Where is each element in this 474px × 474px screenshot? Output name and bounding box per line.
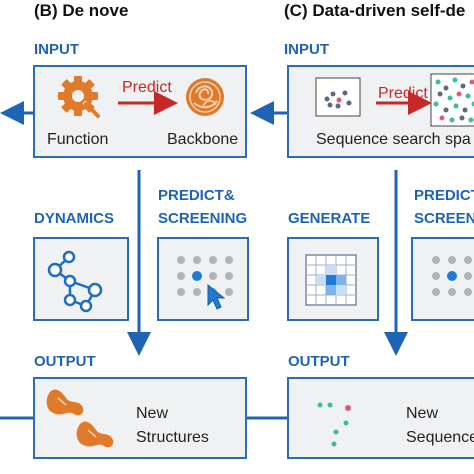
input-heading-b: INPUT [34, 41, 79, 58]
structure-icon-top [46, 389, 84, 416]
dynamics-heading: DYNAMICS [34, 210, 115, 227]
predict-label-c: Predict [378, 85, 428, 102]
output-label-b-line2: Structures [136, 429, 209, 446]
panel-b-title: (B) De nove [34, 1, 129, 20]
predict-screening-box-c [411, 237, 474, 321]
generate-box [287, 237, 379, 321]
output-label-c-line2: Sequence [406, 429, 474, 446]
output-heading-c: OUTPUT [288, 353, 350, 370]
input-heading-c: INPUT [284, 41, 329, 58]
sequence-scatter-large [430, 73, 474, 127]
predict-screening-heading-line2: SCREENING [158, 210, 248, 227]
sequence-output-dots [317, 402, 351, 447]
output-label-c-line1: New [406, 405, 439, 422]
predict-heading-c-line1: PREDICT [414, 187, 474, 204]
generate-grid-icon [305, 254, 357, 306]
backbone-icon [186, 78, 224, 116]
predict-label-b: Predict [122, 79, 172, 96]
predict-screening-box-b [157, 237, 249, 321]
backbone-label: Backbone [167, 131, 239, 148]
function-label: Function [47, 131, 109, 148]
panel-c-title: (C) Data-driven self-de [284, 1, 466, 20]
network-icon [47, 250, 103, 313]
sequence-scatter-small [315, 77, 361, 117]
output-label-b-line1: New [136, 405, 169, 422]
screening-grid-icon-b [177, 256, 233, 296]
sequence-search-space-label: Sequence search spa [316, 131, 471, 148]
generate-heading: GENERATE [288, 210, 371, 227]
predict-heading-c-line2: SCREEN [414, 210, 474, 227]
output-box-c [287, 377, 474, 459]
cursor-icon-b [207, 283, 226, 310]
predict-screening-heading-line1: PREDICT& [158, 187, 235, 204]
gear-wrench-icon [58, 76, 100, 118]
screening-grid-icon-c [432, 256, 472, 296]
output-box-b [33, 377, 247, 459]
structure-icon-bottom [76, 421, 114, 448]
output-heading-b: OUTPUT [34, 353, 96, 370]
